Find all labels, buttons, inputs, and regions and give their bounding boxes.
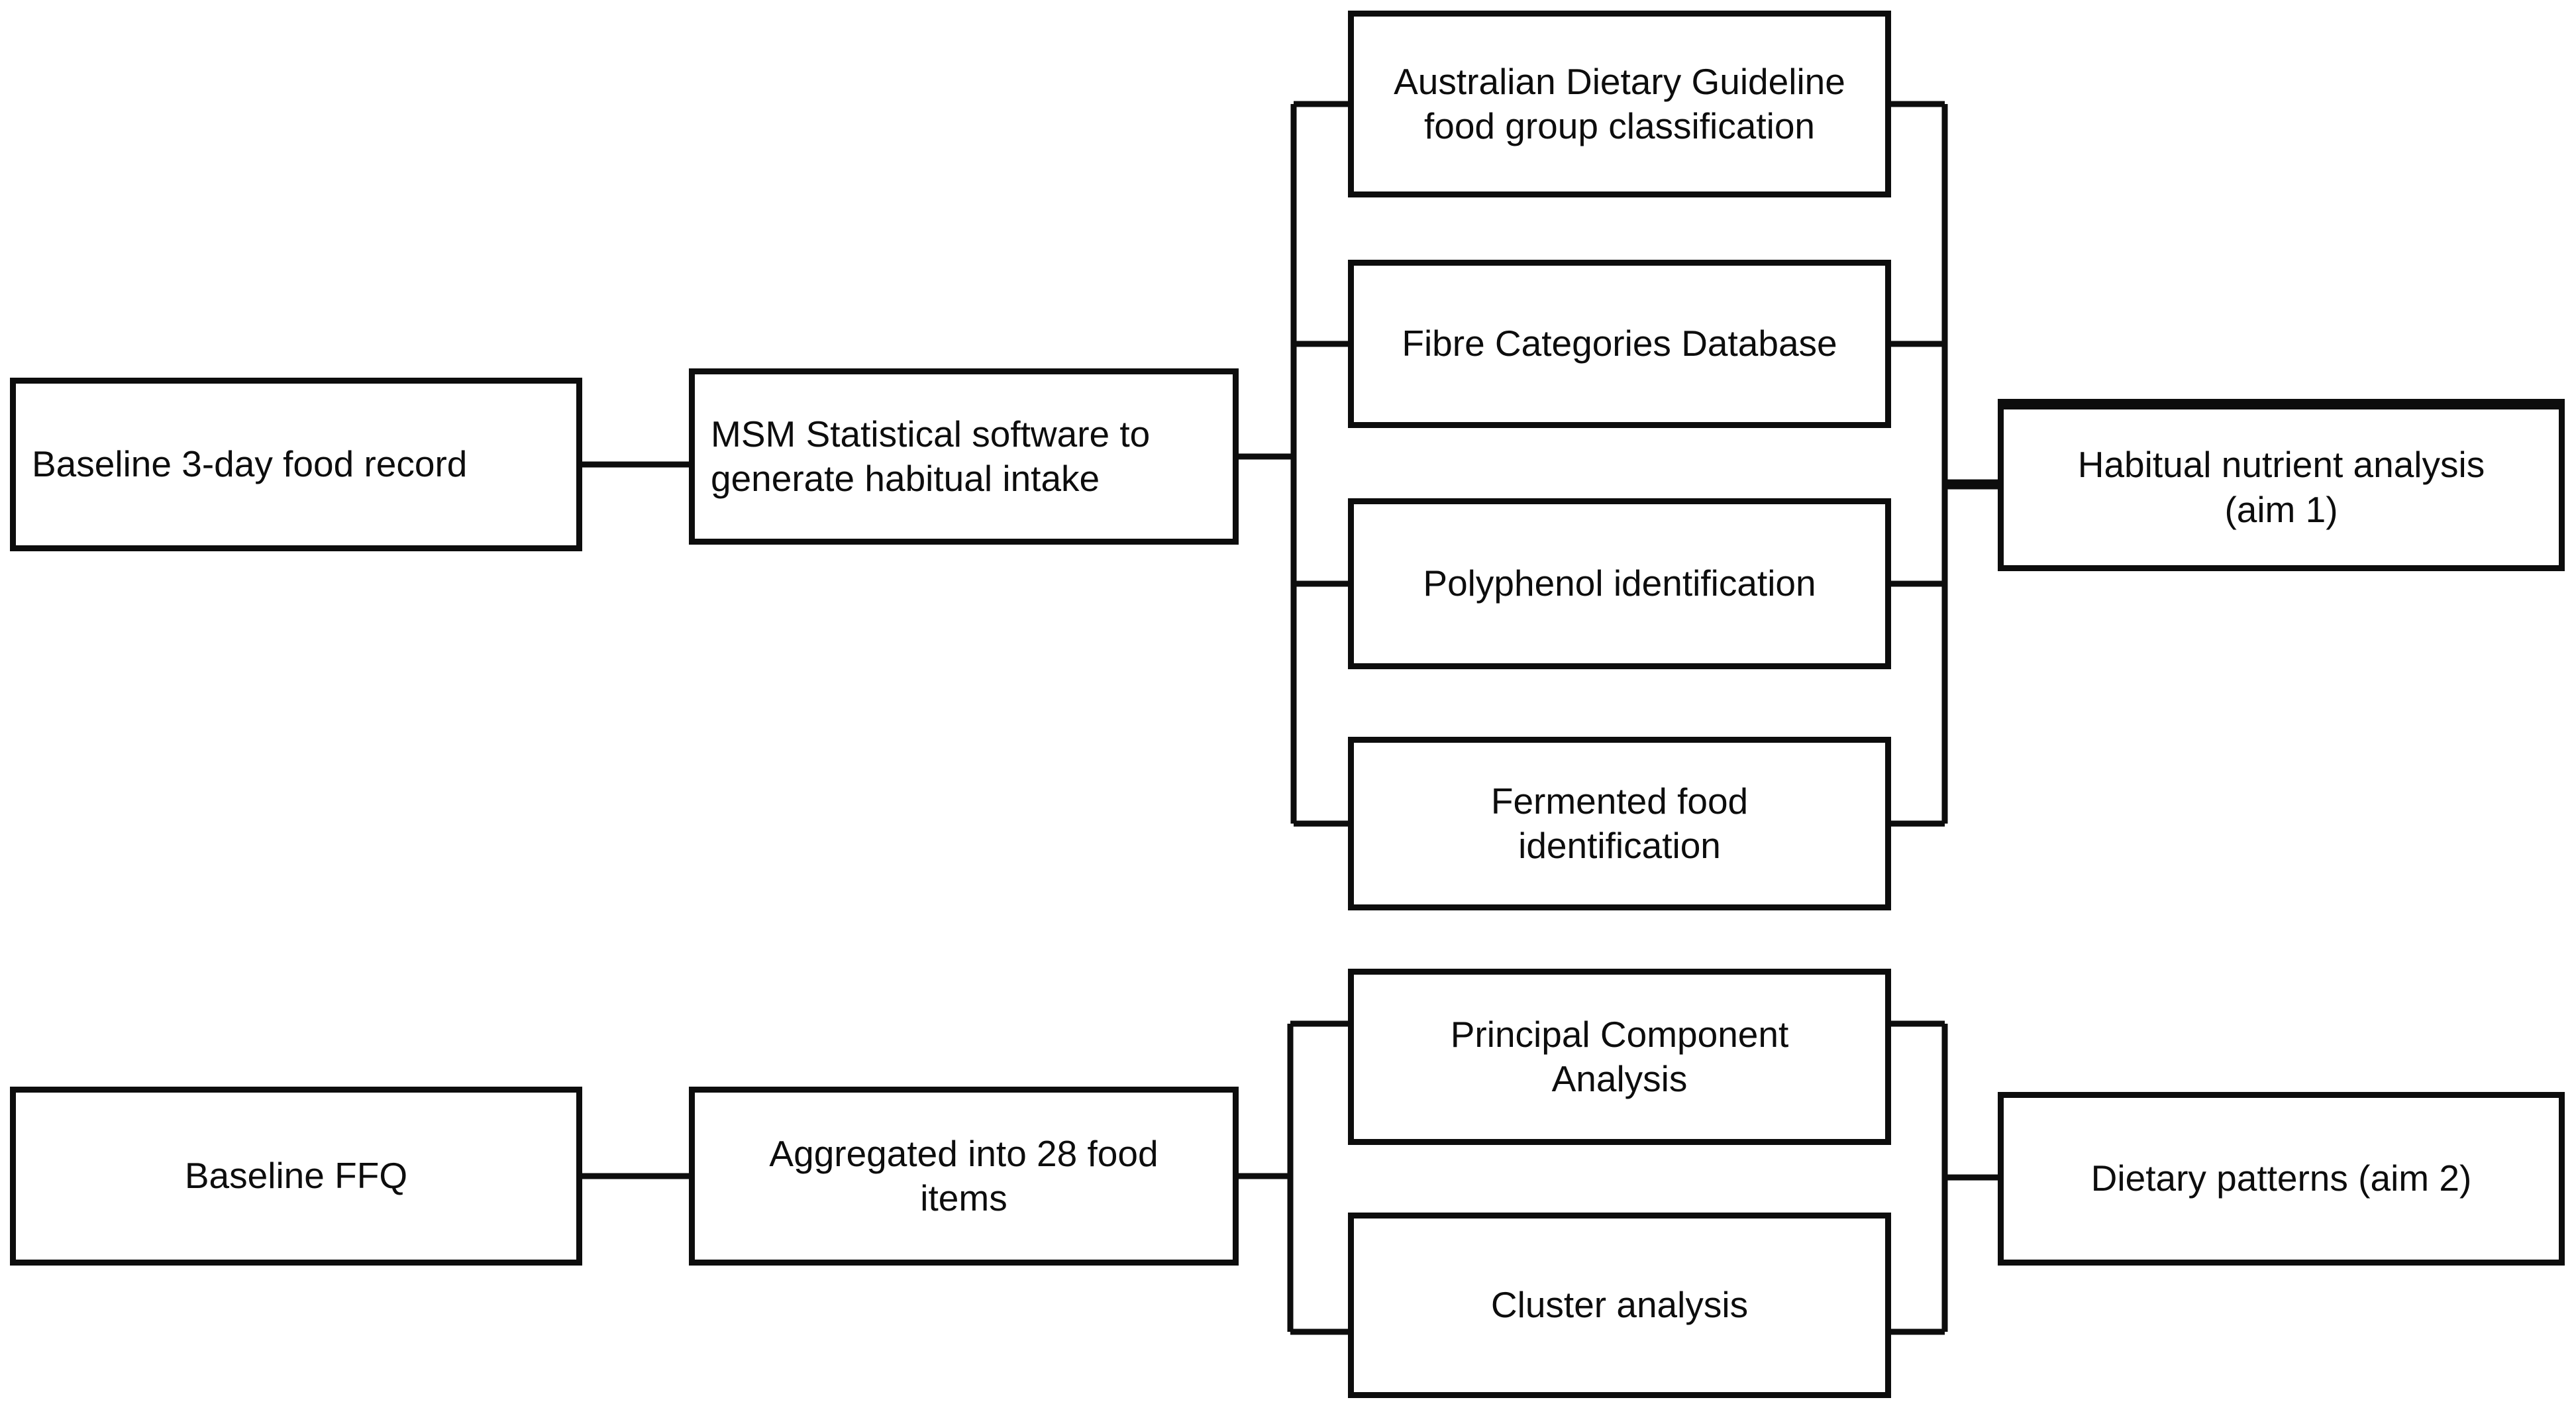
node-label: Fibre Categories Database: [1402, 323, 1837, 364]
node-dietary-patterns[interactable]: Dietary patterns (aim 2): [1998, 1092, 2565, 1266]
node-australian-dietary-guideline[interactable]: Australian Dietary Guideline food group …: [1348, 11, 1891, 197]
node-label: Australian Dietary Guideline food group …: [1394, 60, 1845, 146]
node-baseline-3-day-food-record[interactable]: Baseline 3-day food record: [10, 378, 582, 551]
node-principal-component-analysis[interactable]: Principal Component Analysis: [1348, 969, 1891, 1145]
node-fibre-categories-database[interactable]: Fibre Categories Database: [1348, 260, 1891, 428]
node-msm-statistical-software[interactable]: MSM Statistical software to generate hab…: [689, 368, 1239, 545]
node-fermented-food-identification[interactable]: Fermented food identification: [1348, 737, 1891, 910]
node-polyphenol-identification[interactable]: Polyphenol identification: [1348, 498, 1891, 669]
node-label: Dietary patterns (aim 2): [2090, 1158, 2472, 1199]
node-label: Aggregated into 28 food items: [769, 1132, 1159, 1218]
node-aggregated-into-28-food-items[interactable]: Aggregated into 28 food items: [689, 1087, 1239, 1266]
node-label: Baseline 3-day food record: [32, 443, 468, 485]
node-label: MSM Statistical software to generate hab…: [711, 413, 1151, 499]
node-label: Baseline FFQ: [184, 1155, 408, 1197]
node-label: Cluster analysis: [1490, 1284, 1749, 1326]
node-cluster-analysis[interactable]: Cluster analysis: [1348, 1213, 1891, 1398]
node-label: Polyphenol identification: [1423, 563, 1816, 604]
node-label: Fermented food identification: [1490, 780, 1749, 866]
node-habitual-nutrient-analysis[interactable]: Habitual nutrient analysis (aim 1): [1998, 399, 2565, 571]
node-label: Principal Component Analysis: [1450, 1013, 1789, 1099]
node-baseline-ffq[interactable]: Baseline FFQ: [10, 1087, 582, 1266]
node-label: Habitual nutrient analysis (aim 1): [2077, 444, 2485, 530]
